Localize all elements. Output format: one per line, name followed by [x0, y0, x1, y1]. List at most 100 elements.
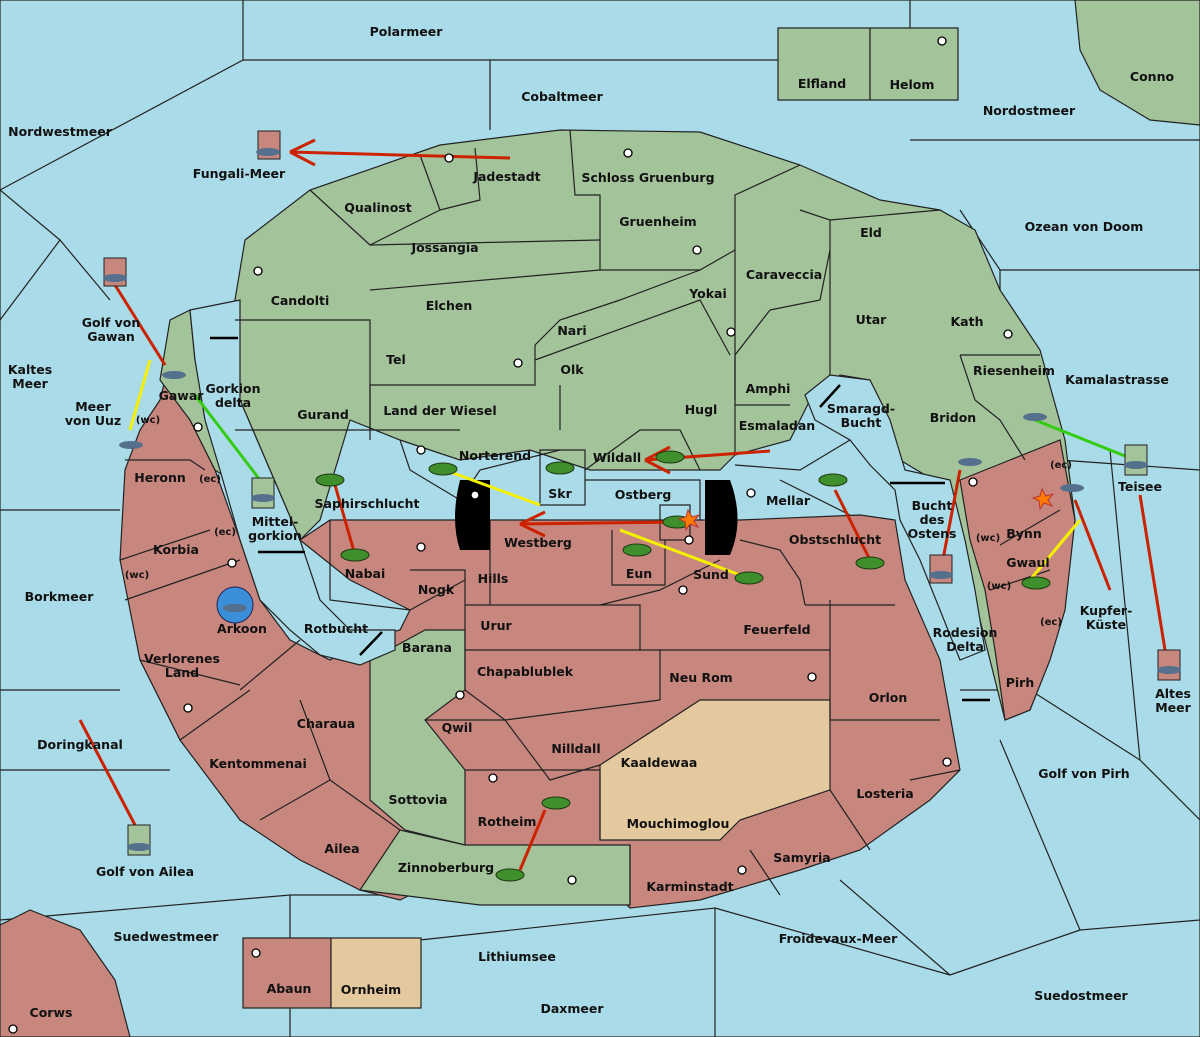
territory-label-ornheim: Ornheim: [341, 982, 401, 997]
territory-label-tel: Tel: [386, 352, 406, 367]
territory-label-nilldall: Nilldall: [551, 741, 600, 756]
territory-label-altes-meer-line0: Altes: [1155, 686, 1191, 701]
territory-label-qualinost: Qualinost: [344, 200, 411, 215]
territory-label-fungali-meer: Fungali-Meer: [193, 166, 286, 181]
territory-label-esmaladan: Esmaladan: [739, 418, 815, 433]
territory-label-saphirschlucht: Saphirschlucht: [315, 496, 420, 511]
territory-label-charaua: Charaua: [297, 716, 355, 731]
territory-label-froidevaux-meer: Froidevaux-Meer: [779, 931, 898, 946]
sottovia-region: [369, 629, 466, 846]
corws-island: [0, 909, 131, 1037]
territory-label-helom: Helom: [890, 77, 935, 92]
territory-label-urur: Urur: [480, 618, 512, 633]
coast-tag-0: (wc): [136, 415, 160, 426]
territory-label-teisee: Teisee: [1118, 479, 1162, 494]
territory-label-cobaltmeer: Cobaltmeer: [521, 89, 603, 104]
territory-label-bridon: Bridon: [930, 410, 976, 425]
territory-label-conno: Conno: [1130, 69, 1175, 84]
territory-label-jadestadt: Jadestadt: [472, 169, 540, 184]
territory-label-kupfer-kueste-line0: Kupfer-: [1080, 603, 1133, 618]
territory-label-bucht-des-ostens-line2: Ostens: [908, 526, 957, 541]
smaragd-water: [804, 374, 986, 661]
territory-label-ailea: Ailea: [324, 841, 359, 856]
territory-label-altes-meer-line1: Meer: [1155, 700, 1191, 715]
territory-label-nordostmeer: Nordostmeer: [983, 103, 1076, 118]
territory-label-daxmeer: Daxmeer: [540, 1001, 604, 1016]
territory-label-rotheim: Rotheim: [478, 814, 537, 829]
neutral-region: [599, 699, 831, 841]
territory-label-doringkanal: Doringkanal: [37, 737, 123, 752]
battle-markers: [677, 487, 1055, 532]
yellow-support-arrows: [128, 359, 1082, 581]
territory-label-sottovia: Sottovia: [389, 792, 448, 807]
coast-tag-7: (ec): [1040, 617, 1062, 628]
territory-label-caraveccia: Caraveccia: [746, 267, 822, 282]
territory-label-kamalastrasse: Kamalastrasse: [1065, 372, 1169, 387]
territory-label-qwil: Qwil: [442, 720, 473, 735]
territory-label-hugl: Hugl: [685, 402, 718, 417]
territory-label-olk: Olk: [560, 362, 584, 377]
elfland-box: [777, 27, 871, 101]
territory-label-utar: Utar: [856, 312, 888, 327]
territory-label-bucht-des-ostens-line0: Bucht: [912, 498, 953, 513]
territory-label-feuerfeld: Feuerfeld: [743, 622, 810, 637]
territory-label-chapablublek: Chapablublek: [477, 664, 574, 679]
coast-tag-6: (wc): [987, 581, 1011, 592]
territory-label-arkoon: Arkoon: [217, 621, 267, 636]
territory-label-norterend: Norterend: [459, 448, 531, 463]
canal-connectors: [210, 336, 990, 702]
coast-tag-2: (ec): [214, 527, 236, 538]
territory-label-losteria: Losteria: [856, 786, 913, 801]
territory-label-kupfer-kueste-line1: Küste: [1086, 617, 1126, 632]
ostberg-fortress: [455, 480, 738, 555]
coast-tag-1: (ec): [199, 474, 221, 485]
territory-label-gwaul: Gwaul: [1006, 555, 1049, 570]
territory-label-sund: Sund: [693, 567, 729, 582]
territory-label-ozean-von-doom: Ozean von Doom: [1025, 219, 1144, 234]
territory-label-schloss-gruenburg: Schloss Gruenburg: [581, 170, 714, 185]
territory-label-riesenheim: Riesenheim: [973, 363, 1055, 378]
territory-label-mellar: Mellar: [766, 493, 811, 508]
territory-label-yokai: Yokai: [688, 286, 727, 301]
territory-label-candolti: Candolti: [271, 293, 330, 308]
territory-label-mouchimoglou: Mouchimoglou: [627, 816, 730, 831]
territory-label-abaun: Abaun: [267, 981, 312, 996]
territory-label-land-der-wiesel: Land der Wiesel: [383, 403, 496, 418]
territory-label-kaaldewaa: Kaaldewaa: [621, 755, 698, 770]
mittelgorkion-water: [189, 299, 396, 666]
territory-label-golf-von-gawan-line1: Gawan: [87, 329, 135, 344]
territory-label-meer-von-uuz-line0: Meer: [75, 399, 111, 414]
territory-label-wildall: Wildall: [593, 450, 641, 465]
territory-label-lithiumsee: Lithiumsee: [478, 949, 556, 964]
territory-label-kentommenai: Kentommenai: [209, 756, 307, 771]
territory-label-meer-von-uuz-line1: von Uuz: [65, 413, 121, 428]
territory-label-eun: Eun: [626, 566, 652, 581]
territory-label-rodesion-delta-line0: Rodesion: [933, 625, 998, 640]
territory-label-nari: Nari: [557, 323, 586, 338]
territory-label-bynn: Bynn: [1006, 526, 1041, 541]
territory-label-borkmeer: Borkmeer: [25, 589, 95, 604]
territory-label-golf-von-ailea: Golf von Ailea: [96, 864, 194, 879]
territory-label-nogk: Nogk: [418, 582, 455, 597]
territory-label-neu-rom: Neu Rom: [669, 670, 732, 685]
territory-label-smaragd-bucht-line0: Smaragd-: [827, 401, 895, 416]
territory-label-gruenheim: Gruenheim: [619, 214, 696, 229]
territory-label-golf-von-pirh: Golf von Pirh: [1038, 766, 1129, 781]
territory-label-verlorenes-land-line1: Land: [165, 665, 199, 680]
territory-label-gorkion-delta-line1: delta: [215, 395, 251, 410]
fleet-units: [103, 130, 1181, 856]
supply-centres: [8, 36, 1013, 1034]
territory-label-rotbucht: Rotbucht: [304, 621, 368, 636]
territory-label-bucht-des-ostens-line1: des: [920, 512, 945, 527]
coast-tag-5: (wc): [976, 533, 1000, 544]
territory-label-suedostmeer: Suedostmeer: [1034, 988, 1128, 1003]
interior-borders: [119, 129, 1061, 905]
territory-label-elfland: Elfland: [798, 76, 846, 91]
territory-label-mittel-gorkion-line0: Mittel-: [252, 514, 299, 529]
territory-label-kath: Kath: [951, 314, 984, 329]
territory-label-rodesion-delta-line1: Delta: [946, 639, 984, 654]
territory-label-gorkion-delta-line0: Gorkion: [205, 381, 260, 396]
territory-label-suedwestmeer: Suedwestmeer: [114, 929, 220, 944]
territory-label-westberg: Westberg: [504, 535, 572, 550]
